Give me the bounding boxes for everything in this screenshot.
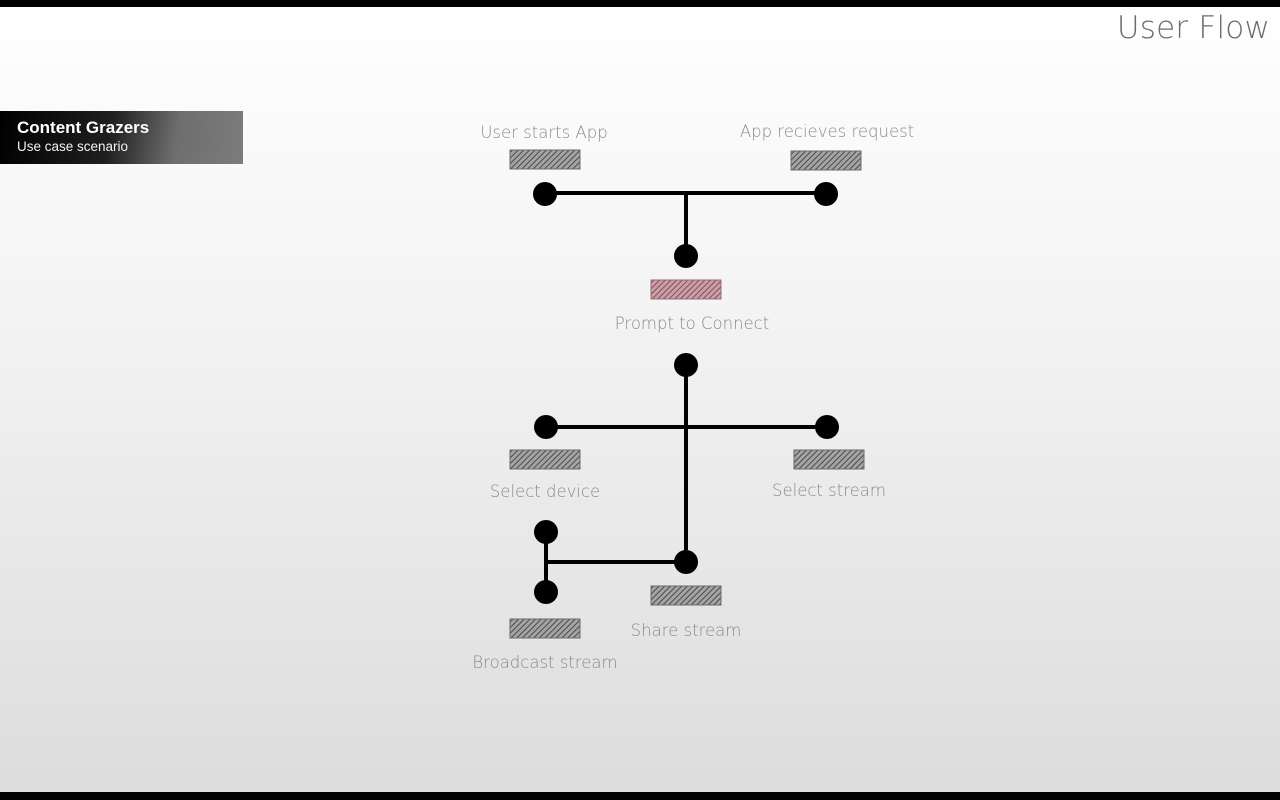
node-label-prompt-to-connect: Prompt to Connect: [614, 314, 770, 333]
node-dot-prompt-to-connect: [674, 244, 698, 268]
node-box-share-stream: [650, 585, 722, 606]
node-label-select-device: Select device: [489, 482, 601, 501]
node-box-prompt-to-connect: [650, 279, 722, 300]
scenario-tag: Content Grazers Use case scenario: [0, 111, 243, 164]
node-box-select-device: [509, 449, 581, 470]
node-dot-share-stream: [674, 550, 698, 574]
scenario-subtitle: Use case scenario: [17, 139, 129, 154]
node-dot-user-starts-app: [533, 182, 557, 206]
node-box-broadcast-stream: [509, 618, 581, 639]
node-dot-select-device: [534, 415, 558, 439]
node-label-user-starts-app: User starts App: [480, 123, 608, 142]
page-title: User Flow: [1116, 10, 1270, 46]
node-box-app-recieves-request: [790, 150, 862, 171]
scenario-title: Content Grazers: [17, 118, 150, 137]
node-box-select-stream: [793, 449, 865, 470]
node-dot-app-recieves-request: [814, 182, 838, 206]
node-dot-flow-start: [674, 353, 698, 377]
node-label-app-recieves-request: App recieves request: [739, 122, 915, 141]
node-dot-broadcast-stream: [534, 580, 558, 604]
bottom-bar: [0, 792, 1280, 800]
node-label-select-stream: Select stream: [772, 481, 886, 500]
top-bar: [0, 0, 1280, 7]
node-dot-select-stream: [815, 415, 839, 439]
node-box-user-starts-app: [509, 149, 581, 170]
node-label-broadcast-stream: Broadcast stream: [472, 653, 618, 672]
node-label-share-stream: Share stream: [630, 621, 742, 640]
node-dot-broadcast-branch: [534, 520, 558, 544]
